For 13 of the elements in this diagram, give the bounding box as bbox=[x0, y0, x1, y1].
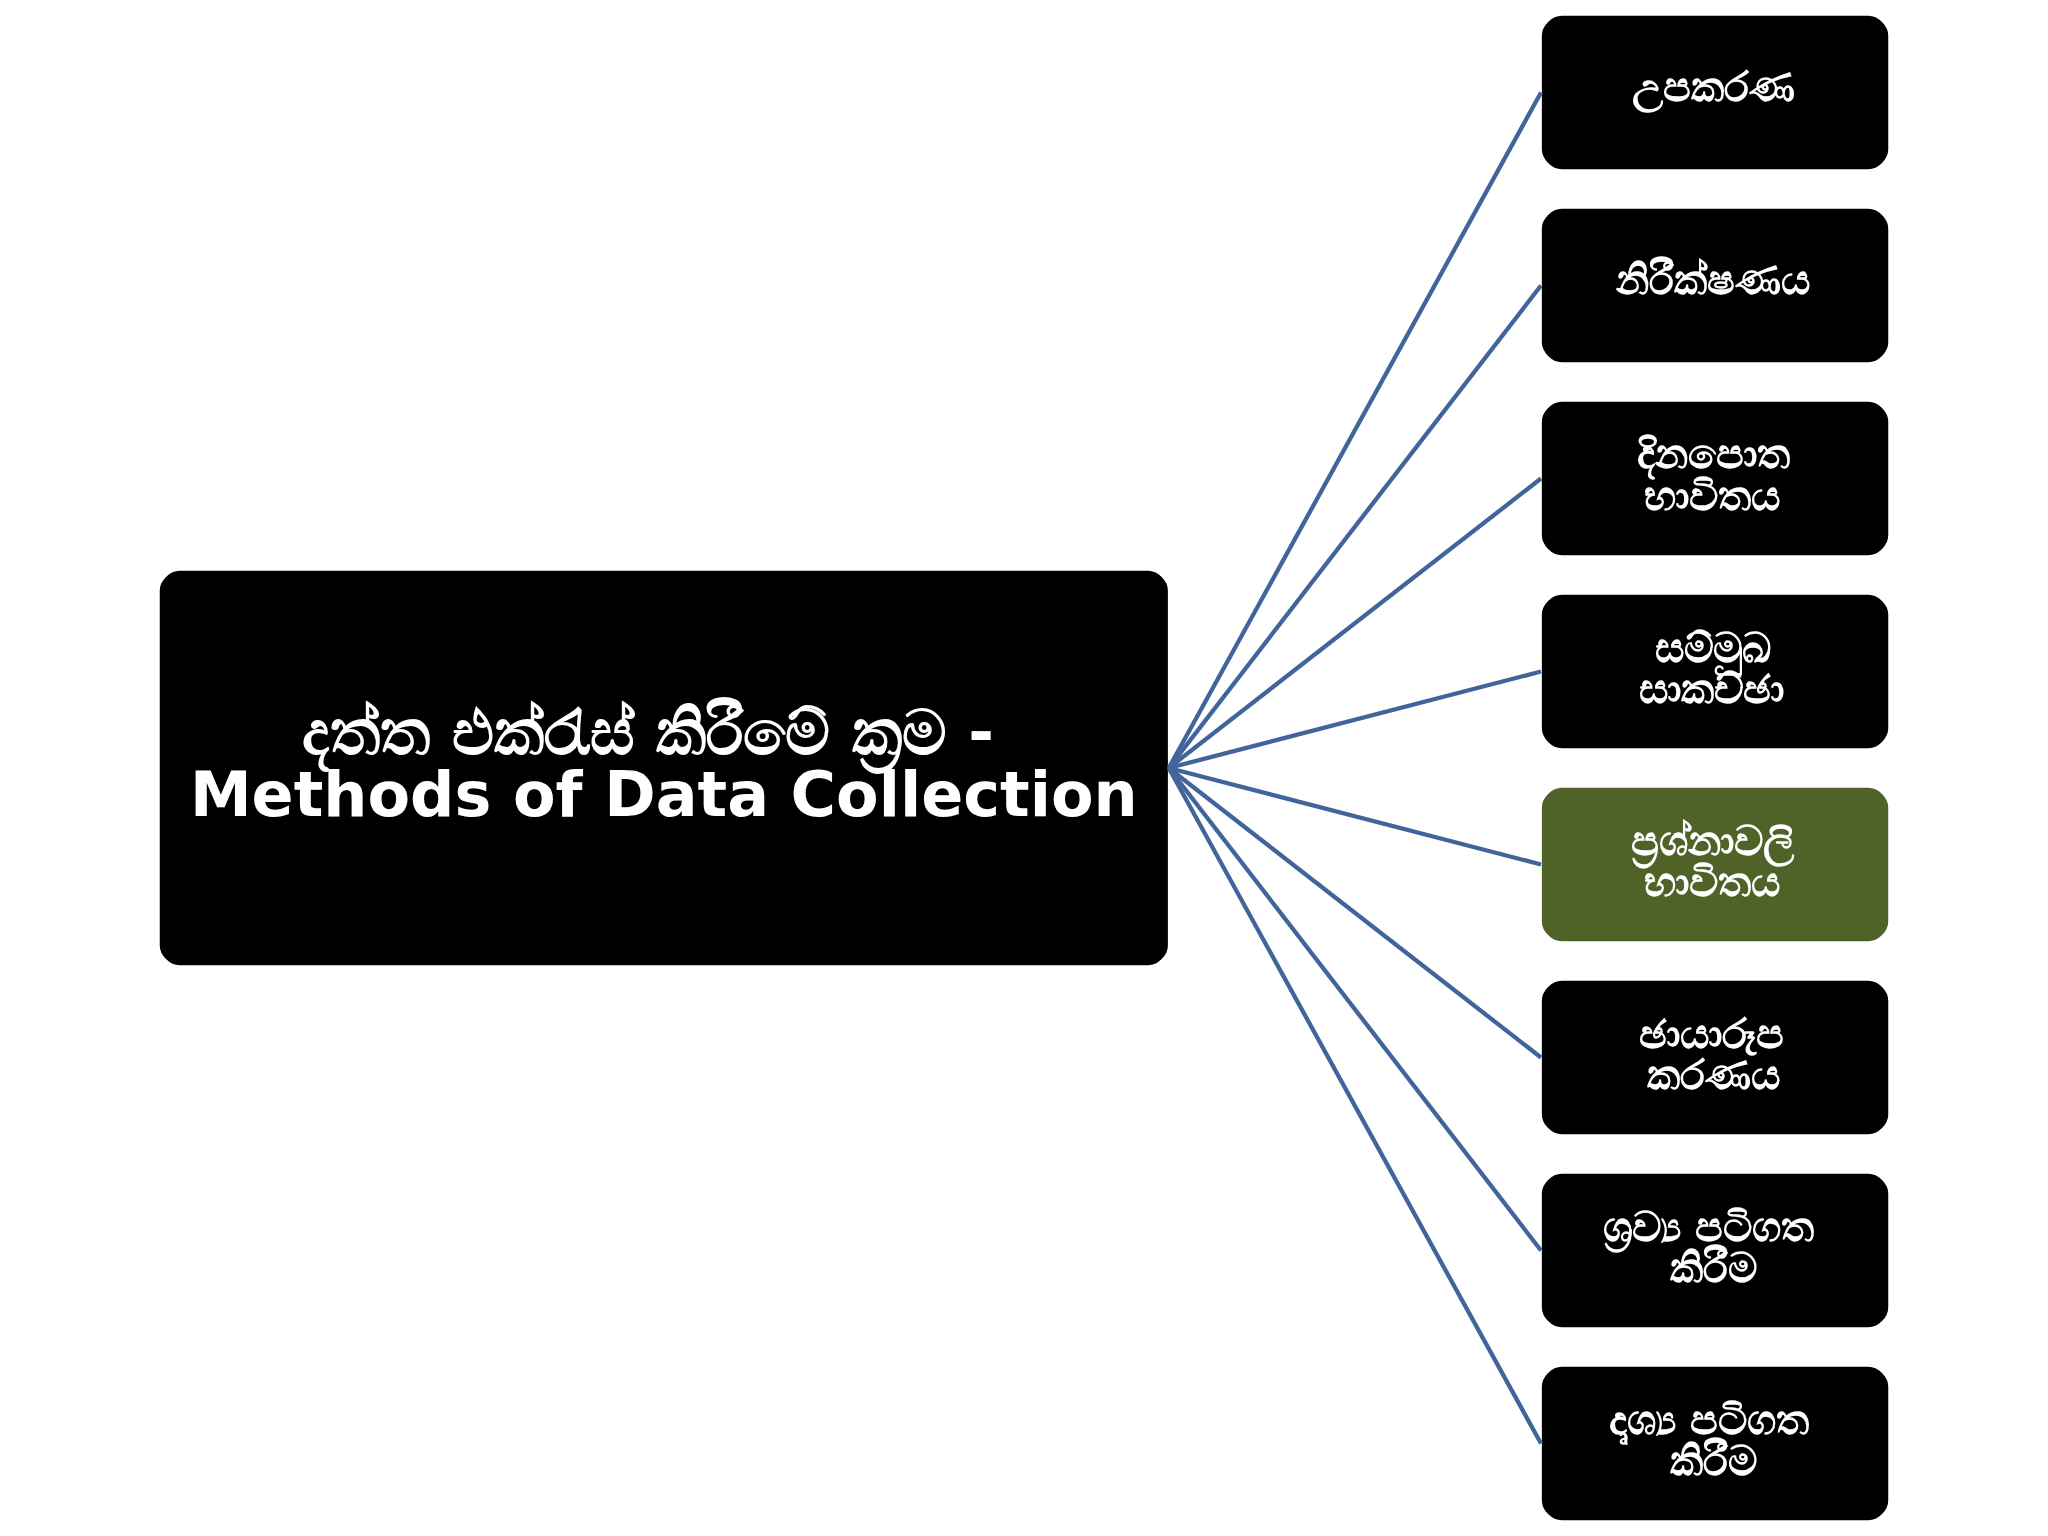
node-box: සම්මුඛ සාකච්ඡා bbox=[1540, 593, 1890, 750]
connector bbox=[1166, 91, 1543, 770]
node-box: නිරීක්ෂණය bbox=[1540, 207, 1890, 364]
node-box: ශ්‍රව්‍ය පටිගත කිරීම bbox=[1540, 1172, 1890, 1329]
node-box: දිනපොත භාවිතය bbox=[1540, 400, 1890, 557]
node-box: දත්ත එක්රැස් කිරීමේ ක්‍රම - Methods of Data Collection bbox=[158, 568, 1170, 968]
node-box: ඡායාරූප කරණය bbox=[1540, 979, 1890, 1136]
connector bbox=[1167, 284, 1543, 770]
node-box: දෘශ්‍ය පටිගත කිරීම bbox=[1540, 1365, 1890, 1522]
connector bbox=[1167, 766, 1543, 1252]
node-box: උපකරණ bbox=[1540, 14, 1890, 171]
node-box: ප්‍රශ්නාවලි භාවිතය bbox=[1540, 786, 1890, 943]
connector bbox=[1166, 766, 1543, 1445]
